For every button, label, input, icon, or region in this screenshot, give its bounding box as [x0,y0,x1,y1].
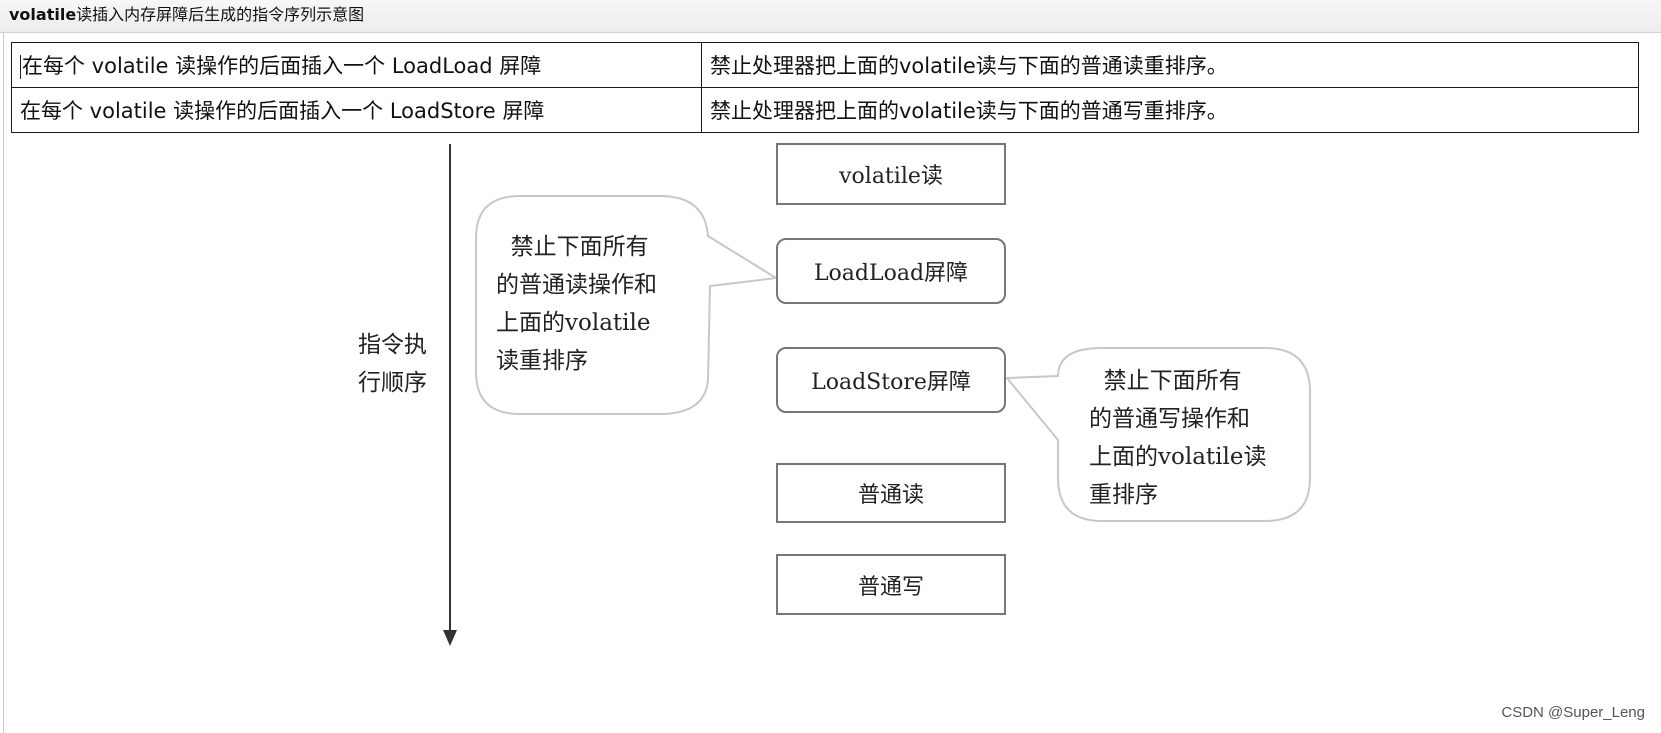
table-cell-effect[interactable]: 禁止处理器把上面的volatile读与下面的普通读重排序。 [701,42,1639,88]
table-cell-effect[interactable]: 禁止处理器把上面的volatile读与下面的普通写重排序。 [701,87,1639,133]
table-cell-rule[interactable]: 在每个 volatile 读操作的后面插入一个 LoadStore 屏障 [11,87,702,133]
csdn-watermark: CSDN @Super_Leng [1501,704,1645,721]
table-row: 在每个 volatile 读操作的后面插入一个 LoadStore 屏障 禁止处… [11,87,1639,133]
execution-order-arrowhead [443,630,457,646]
loadload-barrier-box: LoadLoad屏障 [776,238,1006,304]
rule-text: 在每个 volatile 读操作的后面插入一个 LoadLoad 屏障 [22,54,542,78]
table-row: 在每个 volatile 读操作的后面插入一个 LoadLoad 屏障 禁止处理… [11,42,1639,88]
table-cell-rule[interactable]: 在每个 volatile 读操作的后面插入一个 LoadLoad 屏障 [11,42,702,88]
page-title: volatile读插入内存屏障后生成的指令序列示意图 [9,5,364,25]
volatile-read-box: volatile读 [776,143,1006,205]
loadstore-barrier-box: LoadStore屏障 [776,347,1006,413]
callout-bubble-loadload [475,195,779,415]
callout-text-loadload: 禁止下面所有 的普通读操作和 上面的volatile 读重排序 [496,234,657,374]
title-rest: 读插入内存屏障后生成的指令序列示意图 [76,5,365,24]
barrier-rules-table: 在每个 volatile 读操作的后面插入一个 LoadLoad 屏障 禁止处理… [11,42,1639,133]
normal-read-box: 普通读 [776,463,1006,523]
normal-write-box: 普通写 [776,554,1006,615]
callout-text-loadstore: 禁止下面所有 的普通写操作和 上面的volatile读 重排序 [1089,368,1267,508]
callout-bubble-loadstore [1004,347,1311,522]
execution-order-label: 指令执 行顺序 [358,332,427,396]
title-bold-part: volatile [9,5,77,24]
title-bar: volatile读插入内存屏障后生成的指令序列示意图 [0,0,1661,33]
text-cursor [20,55,21,79]
left-border-line [3,32,4,733]
